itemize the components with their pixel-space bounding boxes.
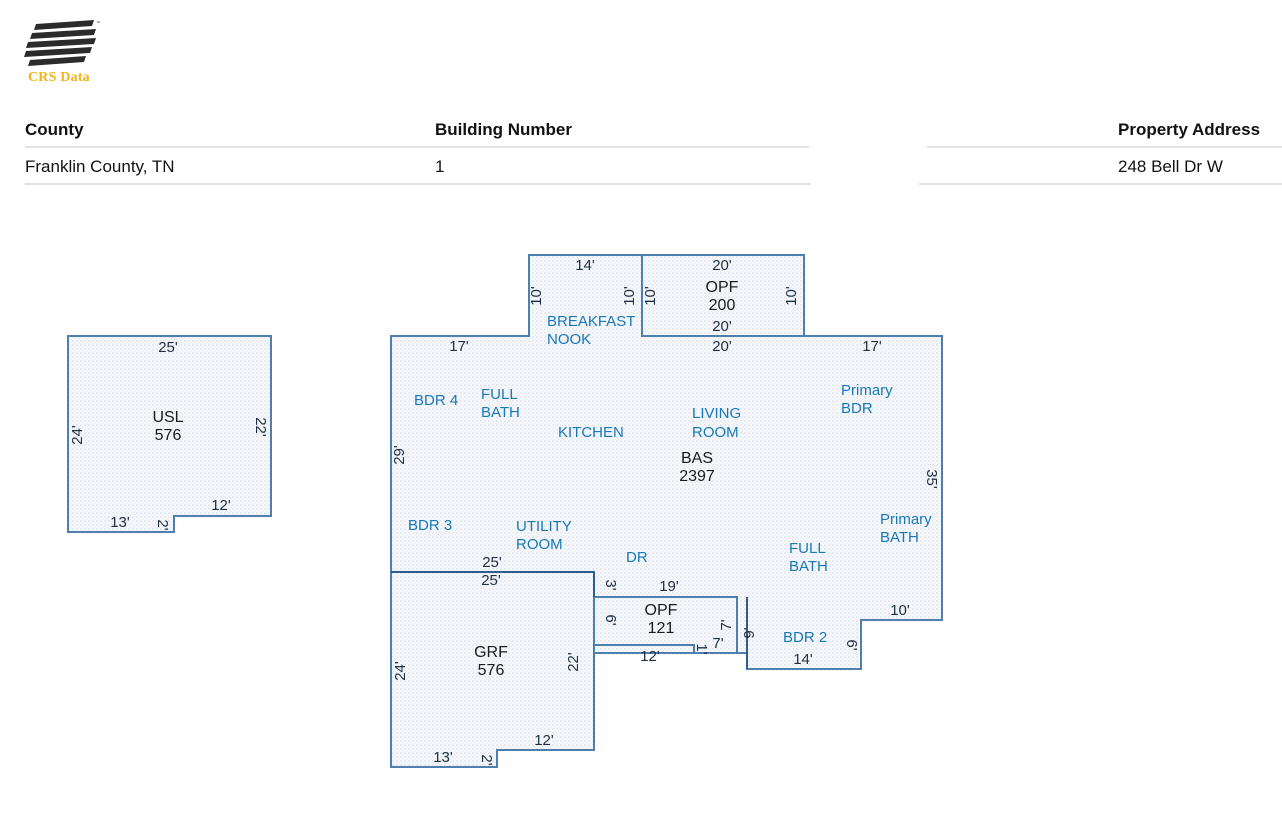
usl-area-outline [67, 335, 272, 533]
dim-opf-bottom-bottom-left: 12' [640, 648, 660, 665]
room-full-bath-2-line2: BATH [789, 558, 828, 575]
floor-plan-sketch: USL 576 BAS 2397 OPF 200 OPF 121 GRF 576… [67, 254, 943, 768]
room-full-bath-2-line1: FULL [789, 540, 826, 557]
dim-opf-bottom-right: 7' [718, 619, 735, 630]
dim-grf-top: 25' [481, 572, 501, 589]
dim-opf-bottom-bottom-right: 7' [712, 635, 723, 652]
logo-text: CRS Data [28, 70, 90, 85]
dim-step-9: 9' [741, 627, 758, 638]
room-utility-line2: ROOM [516, 536, 563, 553]
opf-top-label: OPF [706, 279, 739, 296]
dim-bas-left: 29' [391, 445, 408, 465]
dim-grf-left: 24' [392, 661, 409, 681]
grf-label: GRF [474, 644, 508, 661]
dim-nook-right: 10' [621, 286, 638, 306]
dim-opf-bottom-left: 6' [602, 614, 619, 625]
dim-grf-bottom-right: 12' [534, 732, 554, 749]
county-value: Franklin County, TN [25, 157, 175, 176]
row-divider-left [25, 183, 811, 185]
dim-grf-right: 22' [565, 652, 582, 672]
usl-label: USL [152, 409, 183, 426]
dim-usl-notch: 2' [154, 519, 171, 530]
row-divider-right [919, 183, 1282, 185]
dim-opf-bottom-top: 19' [659, 578, 679, 595]
dim-opf-bottom-step: 1' [693, 643, 710, 654]
dim-opf-top-top: 20' [712, 257, 732, 274]
dim-usl-top: 25' [158, 339, 178, 356]
opf-top-area: 200 [709, 297, 736, 314]
dim-bas-right: 35' [923, 469, 940, 489]
room-full-bath-1-line1: FULL [481, 386, 518, 403]
room-dr: DR [626, 549, 648, 566]
opf-bottom-label: OPF [645, 602, 678, 619]
opf-bottom-area: 121 [648, 620, 675, 637]
dim-nook-left: 10' [528, 286, 545, 306]
dim-usl-bottom-left: 13' [110, 514, 130, 531]
room-breakfast-nook-line2: NOOK [547, 331, 591, 348]
property-address-value: 248 Bell Dr W [1118, 157, 1223, 176]
dim-bdr2-right: 6' [843, 639, 860, 650]
building-number-value: 1 [435, 157, 445, 176]
dim-step-3: 3' [602, 579, 619, 590]
crs-data-logo-icon: ™ [24, 20, 100, 66]
dim-usl-bottom-right: 12' [211, 497, 231, 514]
room-primary-bdr-line2: BDR [841, 400, 873, 417]
room-kitchen: KITCHEN [558, 424, 624, 441]
grf-area: 576 [478, 662, 505, 679]
svg-text:™: ™ [96, 20, 100, 25]
dim-bas-top-right: 17' [862, 338, 882, 355]
room-utility-line1: UTILITY [516, 518, 572, 535]
bas-label: BAS [681, 450, 713, 467]
dim-usl-right: 22' [252, 417, 269, 437]
room-primary-bdr-line1: Primary [841, 382, 893, 399]
dim-bdr2-bottom: 14' [793, 651, 813, 668]
dim-bas-top-left: 17' [449, 338, 469, 355]
dim-opf-top-left: 10' [642, 286, 659, 306]
dim-grf-notch: 2' [478, 754, 495, 765]
dim-opf-top-right: 10' [783, 286, 800, 306]
room-bdr4: BDR 4 [414, 392, 458, 409]
dim-nook-top: 14' [575, 257, 595, 274]
property-address-header: Property Address [1118, 120, 1261, 139]
dim-bas-bottom-left: 25' [482, 554, 502, 571]
usl-area: 576 [155, 427, 182, 444]
header-divider-right [927, 146, 1282, 148]
room-primary-bath-line1: Primary [880, 511, 932, 528]
building-number-header: Building Number [435, 120, 572, 139]
opf-top-outline [641, 254, 805, 337]
bas-area: 2397 [679, 468, 715, 485]
dim-grf-bottom-left: 13' [433, 749, 453, 766]
county-header: County [25, 120, 84, 139]
dim-usl-left: 24' [69, 425, 86, 445]
room-breakfast-nook-line1: BREAKFAST [547, 313, 635, 330]
dim-opf-top-bottom: 20' [712, 318, 732, 335]
dim-bas-bottom-right: 10' [890, 602, 910, 619]
room-bdr2: BDR 2 [783, 629, 827, 646]
room-living-line2: ROOM [692, 424, 739, 441]
room-bdr3: BDR 3 [408, 517, 452, 534]
room-primary-bath-line2: BATH [880, 529, 919, 546]
room-full-bath-1-line2: BATH [481, 404, 520, 421]
room-living-line1: LIVING [692, 405, 741, 422]
header-divider-left [25, 146, 809, 148]
dim-bas-top-mid: 20' [712, 338, 732, 355]
